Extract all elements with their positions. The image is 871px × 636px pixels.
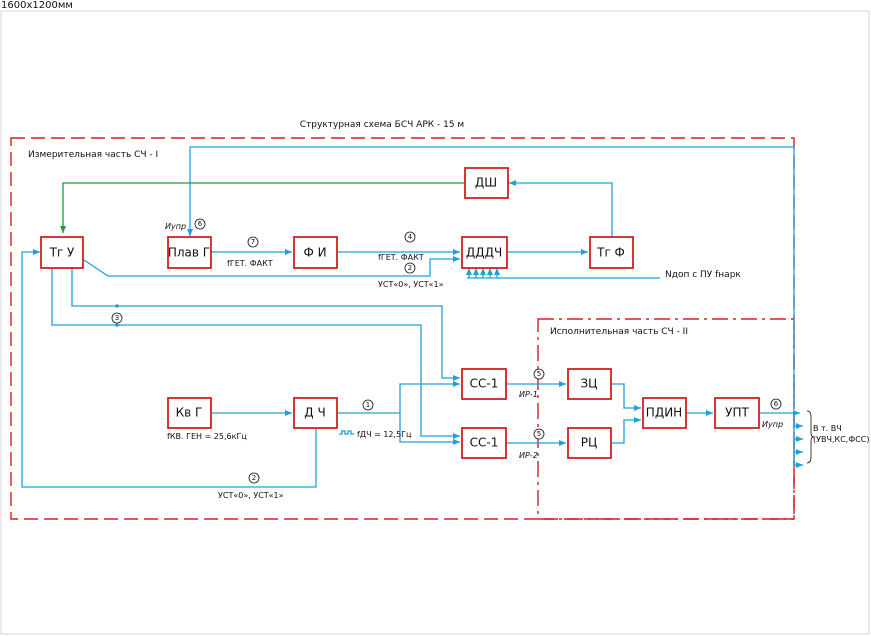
tgu-to-ss1b-line (51, 268, 460, 439)
sheet-frame (0, 10, 870, 635)
svg-text:Ф И: Ф И (303, 246, 326, 260)
svg-text:Тг У: Тг У (49, 246, 75, 260)
fdch-label: fДЧ = 12,5Гц (357, 430, 412, 439)
fkv-gen-label: fКВ. ГЕН = 25,6кГц (167, 432, 247, 441)
block-zc: ЗЦ (567, 368, 612, 400)
svg-text:7: 7 (251, 238, 255, 246)
marker-fget-2: 4 (404, 231, 416, 243)
svg-text:ДДДЧ: ДДДЧ (466, 246, 502, 260)
svg-text:2: 2 (408, 264, 412, 272)
output-label-2: (УВЧ,КС,ФСС) (813, 435, 870, 444)
diagram-title: Структурная схема БСЧ АРК - 15 м (300, 120, 464, 130)
tgu-ust-line (83, 256, 460, 277)
block-rc: РЦ (567, 427, 612, 459)
output-brace (806, 410, 815, 464)
block-tgf: Тг Ф (589, 236, 634, 269)
svg-text:ПДИН: ПДИН (646, 406, 682, 420)
block-plav-g: Плав Г (167, 236, 212, 269)
junction-dot (115, 323, 119, 327)
svg-text:ЗЦ: ЗЦ (580, 377, 597, 391)
svg-text:2: 2 (252, 474, 256, 482)
marker-ir1: 5 (533, 368, 545, 380)
block-ss1-a: СС-1 (461, 368, 507, 400)
svg-text:3: 3 (115, 314, 119, 322)
output-label-1: В т. ВЧ (813, 424, 842, 433)
dch-to-ss1a-line (399, 381, 460, 413)
ir1-label: ИР-1 (519, 390, 538, 399)
tgu-to-ss1a-line (71, 268, 460, 381)
iupr-label-top: Иупр (165, 222, 186, 231)
block-dddch: ДДДЧ (461, 236, 508, 269)
svg-text:5: 5 (537, 370, 541, 378)
ust-label-top: УСТ«0», УСТ«1» (378, 280, 444, 289)
marker-ust-top: 2 (404, 262, 416, 274)
svg-text:СС-1: СС-1 (470, 436, 499, 450)
svg-text:6: 6 (774, 400, 779, 408)
marker-ust-bottom: 2 (248, 472, 260, 484)
block-kv-g: Кв Г (167, 397, 212, 429)
marker-plav: 6 (194, 218, 206, 230)
block-dsh: ДШ (464, 167, 509, 199)
dsh-to-tgu-line (60, 182, 465, 233)
svg-text:ДШ: ДШ (475, 176, 497, 190)
block-tgu: Тг У (40, 236, 84, 269)
svg-text:СС-1: СС-1 (470, 377, 499, 391)
marker-upt: 6 (770, 398, 782, 410)
svg-text:РЦ: РЦ (581, 436, 598, 450)
iupr-feedback-line (187, 146, 795, 410)
svg-text:4: 4 (408, 233, 413, 241)
measuring-zone-label: Измерительная часть СЧ - I (28, 150, 158, 160)
junction-dot (115, 304, 119, 308)
rc-to-pdin-line (611, 417, 641, 444)
svg-text:6: 6 (198, 220, 203, 228)
block-upt: УПТ (714, 397, 760, 429)
iupr-out-label: Иупр (762, 420, 783, 429)
block-pdin: ПДИН (642, 397, 687, 429)
tgf-to-dsh-line (509, 180, 613, 238)
marker-ir2: 5 (533, 428, 545, 440)
svg-text:1: 1 (366, 401, 370, 409)
fget-fakt-label-2: fГЕТ. ФАКТ (378, 253, 424, 262)
block-ss1-b: СС-1 (461, 427, 507, 459)
zc-to-pdin-line (611, 383, 641, 411)
ir2-label: ИР-2 (519, 451, 538, 460)
marker-tgu-3: 3 (111, 312, 123, 324)
dch-to-tgu-loop (21, 249, 317, 488)
fget-fakt-label-1: fГЕТ. ФАКТ (227, 259, 273, 268)
svg-text:Плав Г: Плав Г (168, 246, 210, 260)
svg-text:Тг Ф: Тг Ф (596, 246, 625, 260)
svg-text:Д Ч: Д Ч (304, 406, 325, 420)
block-fi: Ф И (293, 236, 338, 269)
block-dch: Д Ч (293, 397, 338, 429)
ndop-label: Nдоп с ПУ fнарк (665, 270, 741, 280)
svg-text:Кв Г: Кв Г (176, 406, 203, 420)
ust-label-bottom: УСТ«0», УСТ«1» (218, 491, 284, 500)
svg-text:УПТ: УПТ (725, 406, 749, 420)
marker-dch: 1 (362, 399, 374, 411)
dch-to-ss1b-line (399, 413, 460, 445)
pulse-symbol (339, 430, 354, 435)
svg-text:5: 5 (537, 430, 541, 438)
marker-fget-1: 7 (247, 236, 259, 248)
sheet-size-label: 1600x1200мм (1, 0, 73, 11)
executive-zone-label: Исполнительная часть СЧ - II (550, 327, 688, 337)
